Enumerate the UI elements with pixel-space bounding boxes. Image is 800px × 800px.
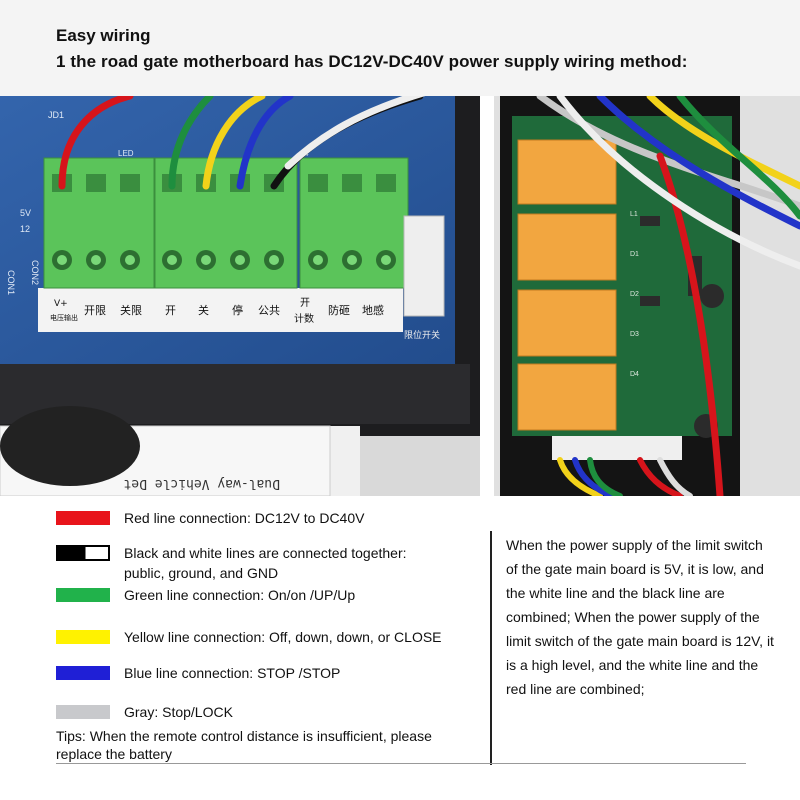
terminal-label-9: 防砸 (328, 303, 350, 317)
pcb-label-d2: D2 (630, 291, 639, 298)
page-title: Easy wiring (56, 26, 151, 45)
terminal-label-10: 地感 (362, 304, 384, 317)
column-divider (490, 531, 492, 765)
black-white-swatch (56, 545, 110, 561)
limit-switch-note: When the power supply of the limit switc… (506, 537, 774, 697)
pcb-label-d4: D4 (630, 371, 639, 378)
terminal-label-1b: 电压输出 (50, 313, 78, 322)
legend-blue-text: Blue line connection: STOP /STOP (124, 665, 341, 681)
terminal-block-group (43, 157, 409, 289)
label-con2: CON2 (30, 260, 40, 285)
blue-swatch (56, 666, 110, 680)
tips-text: Tips: When the remote control distance i… (56, 728, 432, 762)
legend-black-white-text2: public, ground, and GND (124, 565, 279, 581)
gray-swatch (56, 705, 110, 719)
terminal-label-7: 公共 (258, 304, 280, 317)
terminal-label-8b: 计数 (294, 312, 314, 325)
legend-yellow-text: Yellow line connection: Off, down, down,… (124, 629, 442, 645)
terminal-label-5: 关 (198, 303, 209, 317)
wiring-photo: JD1 LED J4 5V 12 CON1 CON2 (0, 96, 800, 496)
header-band: Easy wiring 1 the road gate motherboard … (0, 0, 800, 96)
yellow-swatch (56, 630, 110, 644)
legend-black-white-text: Black and white lines are connected toge… (124, 545, 407, 561)
terminal-label-2: 开限 (84, 304, 106, 317)
label-jd1: JD1 (48, 110, 64, 120)
limit-switch-label: 限位开关 (404, 329, 440, 341)
legend-gray-text: Gray: Stop/LOCK (124, 704, 233, 720)
label-con1: CON1 (6, 270, 16, 295)
label-led: LED (118, 149, 134, 158)
terminal-label-1: V+ (54, 299, 68, 309)
red-swatch (56, 511, 110, 525)
green-swatch (56, 588, 110, 602)
page-subtitle: 1 the road gate motherboard has DC12V-DC… (56, 52, 688, 71)
pcb-label-d3: D3 (630, 331, 639, 338)
label-5v: 5V (20, 208, 31, 218)
legend-red-text: Red line connection: DC12V to DC40V (124, 510, 365, 526)
box-text: Dual-way Vehicle Det (123, 476, 280, 491)
label-12: 12 (20, 224, 30, 234)
terminal-label-3: 关限 (120, 303, 142, 317)
pcb-label-d1: D1 (630, 251, 639, 258)
bottom-rule (56, 763, 746, 764)
legend-green-text: Green line connection: On/on /UP/Up (124, 587, 356, 603)
terminal-label-4: 开 (165, 304, 176, 317)
terminal-label-6: 停 (232, 303, 243, 317)
wiring-photo-illustration: JD1 LED J4 5V 12 CON1 CON2 (0, 96, 800, 496)
terminal-label-8: 开 (300, 298, 310, 309)
pcb-label-l1: L1 (630, 211, 638, 218)
